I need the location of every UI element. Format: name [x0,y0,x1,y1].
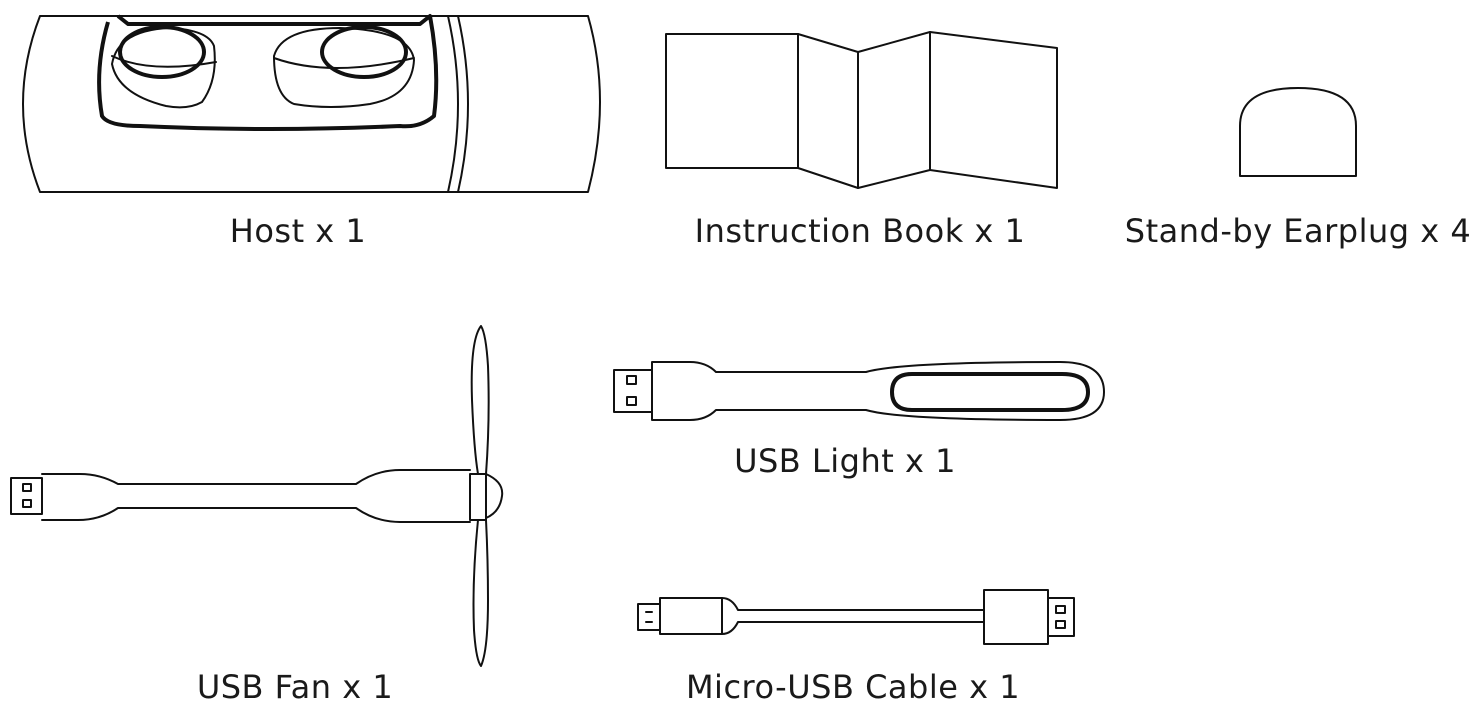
host-label: Host x 1 [229,212,367,250]
earplug-icon [1239,87,1357,177]
usb-light-icon [613,361,1105,421]
usb-fan-icon [10,325,504,667]
earplug-label: Stand-by Earplug x 4 [1124,212,1472,250]
instruction-book-icon [665,31,1058,189]
micro-usb-cable-label: Micro-USB Cable x 1 [685,668,1021,706]
micro-usb-cable-icon [637,589,1075,645]
instruction-book-label: Instruction Book x 1 [694,212,1026,250]
usb-fan-label: USB Fan x 1 [196,668,394,706]
host-case-icon [22,14,601,193]
usb-light-label: USB Light x 1 [734,442,956,480]
